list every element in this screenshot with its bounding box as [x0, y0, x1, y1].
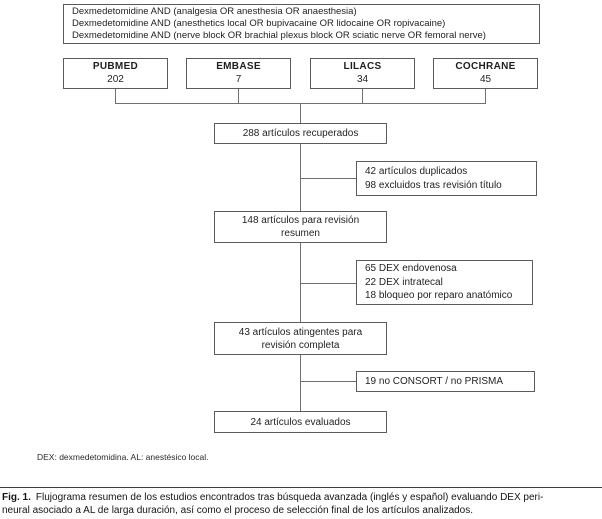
- exclusion-branch-line: [300, 178, 356, 179]
- box-text-line: 148 artículos para revisión: [241, 215, 360, 226]
- db-connector-stub: [362, 89, 363, 103]
- caption-line-2: neural asociado a AL de larga duración, …: [2, 505, 474, 516]
- box-text-line: revisión completa: [261, 339, 340, 351]
- database-box-lilacs: LILACS 34: [310, 58, 415, 89]
- excluded-reporting-box: 19 no CONSORT / no PRISMA: [356, 371, 535, 392]
- retrieved-box: 288 artículos recuperados: [214, 123, 387, 144]
- database-count: 34: [356, 73, 369, 85]
- db-connector-stub: [485, 89, 486, 103]
- box-text-line: 24 artículos evaluados: [250, 416, 351, 428]
- database-count: 202: [107, 73, 124, 85]
- flow-connector-vertical: [300, 355, 301, 411]
- database-name: COCHRANE: [455, 61, 516, 72]
- abbreviations-footnote: DEX: dexmedetomidina. AL: anestésico loc…: [37, 452, 209, 462]
- box-text-line: resumen: [281, 228, 320, 239]
- box-text-line: 18 bloqueo por reparo anatómico: [365, 290, 513, 302]
- caption-divider: [0, 487, 602, 488]
- full-text-review-box: 43 artículos atingentes para revisión co…: [214, 322, 387, 355]
- figure-label: Fig. 1.: [2, 492, 31, 503]
- database-name: LILACS: [343, 61, 382, 72]
- exclusion-branch-line: [300, 381, 356, 382]
- database-count: 45: [479, 73, 492, 85]
- search-query-line: Dexmedetomidine AND (anesthetics local O…: [72, 17, 446, 29]
- box-text-line: 98 excluidos tras revisión título: [365, 179, 502, 191]
- database-box-embase: EMBASE 7: [186, 58, 291, 89]
- box-text-line: 43 artículos atingentes para: [238, 326, 363, 338]
- evaluated-box: 24 artículos evaluados: [214, 411, 387, 433]
- box-text-line: 19 no CONSORT / no PRISMA: [365, 375, 504, 387]
- flow-connector-vertical: [300, 243, 301, 322]
- database-count: 7: [235, 73, 242, 85]
- database-name: EMBASE: [216, 61, 261, 72]
- flow-connector-vertical: [300, 144, 301, 211]
- database-name: PUBMED: [92, 61, 139, 72]
- caption-line-1: Fig. 1. Flujograma resumen de los estudio…: [2, 491, 601, 504]
- box-text-line: 42 artículos duplicados: [365, 166, 468, 177]
- flow-connector-vertical: [300, 103, 301, 123]
- search-query-box: Dexmedetomidine AND (analgesia OR anesth…: [63, 4, 540, 44]
- excluded-abstract-box: 65 DEX endovenosa 22 DEX intratecal 18 b…: [356, 260, 533, 305]
- box-text-line: 22 DEX intratecal: [365, 276, 443, 288]
- exclusion-branch-line: [300, 283, 356, 284]
- excluded-title-box: 42 artículos duplicados 98 excluidos tra…: [356, 161, 537, 196]
- db-connector-stub: [115, 89, 116, 103]
- search-query-line: Dexmedetomidine AND (analgesia OR anesth…: [72, 5, 357, 17]
- db-connector-stub: [238, 89, 239, 103]
- abstract-review-box: 148 artículos para revisión resumen: [214, 211, 387, 243]
- box-text-line: 288 artículos recuperados: [242, 128, 359, 139]
- box-text-line: 65 DEX endovenosa: [365, 263, 457, 275]
- database-box-pubmed: PUBMED 202: [63, 58, 168, 89]
- database-box-cochrane: COCHRANE 45: [433, 58, 538, 89]
- search-query-line: Dexmedetomidine AND (nerve block OR brac…: [72, 30, 486, 42]
- figure-caption: Fig. 1. Flujograma resumen de los estudio…: [2, 491, 601, 517]
- caption-text: Flujograma resumen de los estudios encon…: [35, 492, 544, 503]
